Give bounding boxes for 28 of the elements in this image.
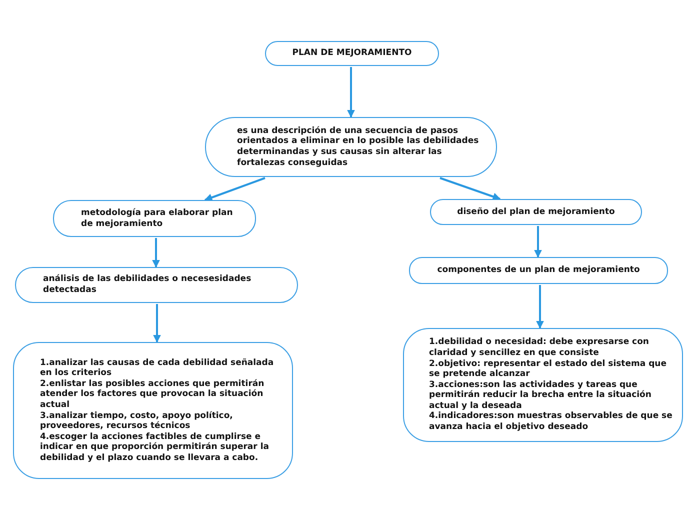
rounded-box: [15, 267, 298, 303]
arrow: [440, 177, 501, 200]
node-text: 4.escoger la acciones factibles de cumplirse e indicar en que proporción permitirán superar la debilidad y el plazo cuando se llevara a cabo.: [40, 432, 270, 464]
arrow: [204, 177, 266, 202]
node-text: 2.enlistar las posibles acciones que permitirán atender los factores que provocan la situación actual: [40, 378, 266, 410]
node-text: 3.analizar tiempo, costo, apoyo político, proveedores, recursos técnicos: [40, 410, 234, 432]
node-text: es una descripción de una secuencia de pasos orientados a eliminar en lo posible las debilidades determinandas y sus causas sin alterar las fortalezas conseguidas: [237, 126, 480, 168]
arrow: [347, 67, 355, 118]
rounded-box: [403, 328, 683, 442]
node-text: 3.acciones:son las actividades y tareas que permitirán reducir la brecha entre la situación actual y la deseada: [429, 380, 652, 412]
arrow: [153, 304, 161, 343]
node-text: 1.analizar las causas de cada debilidad señalada en los criterios: [40, 358, 275, 379]
node-text: componentes de un plan de mejoramiento: [436, 265, 641, 276]
rounded-box: [430, 199, 642, 225]
node-text: PLAN DE MEJORAMIENTO: [291, 48, 413, 59]
arrow: [152, 238, 160, 268]
rounded-box: [409, 257, 668, 284]
arrow: [536, 285, 544, 329]
node-text: 4.indicadores:son muestras observables de que se avanza hacia el objetivo deseado: [429, 411, 674, 433]
node-text: análisis de las debilidades o necesesidades detectadas: [43, 274, 252, 296]
node-text: diseño del plan de mejoramiento: [456, 206, 616, 218]
rounded-box: [13, 342, 293, 479]
node-text: 2.objetivo: representar el estado del sistema que se pretende alcanzar: [429, 358, 668, 380]
arrow: [534, 226, 542, 258]
rounded-box: [265, 41, 439, 66]
rounded-box: [53, 200, 256, 237]
node-text: metodología para elaborar plan de mejoramiento: [81, 208, 234, 230]
node-text: 1.debilidad o necesidad: debe expresarse con claridad y sencillez en que consiste: [429, 337, 650, 359]
